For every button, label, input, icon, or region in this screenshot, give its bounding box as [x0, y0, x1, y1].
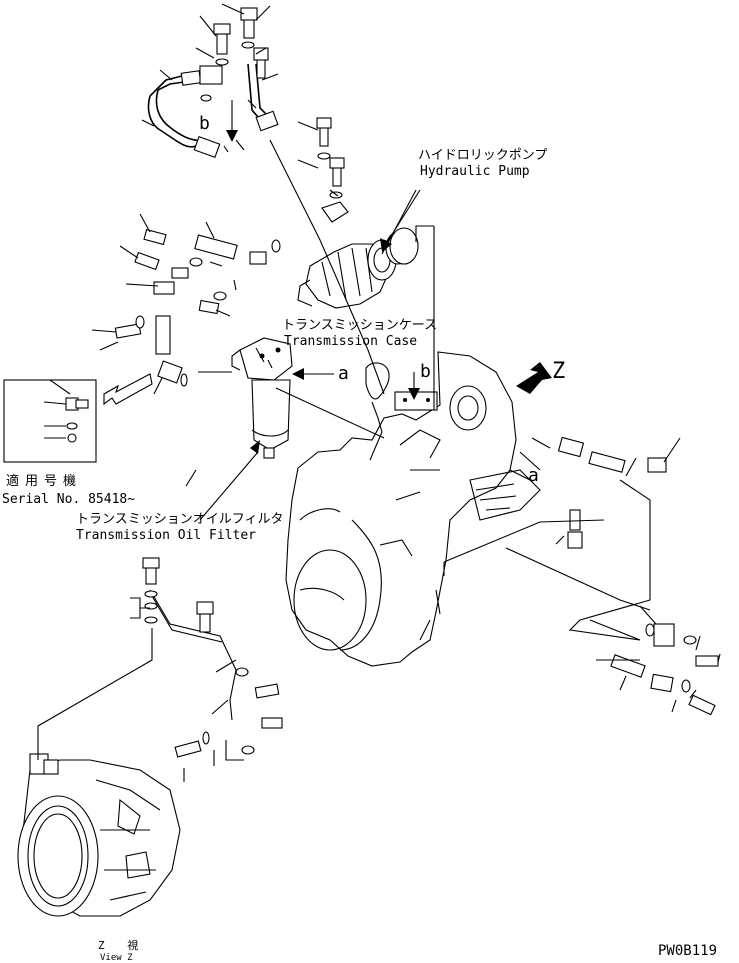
oil-filter	[231, 337, 293, 459]
leader-lines	[37, 3, 721, 782]
ref-a-right: a	[528, 465, 539, 486]
oil-filter-label-en: Transmission Oil Filter	[76, 528, 257, 543]
hydraulic-pump-label-jp: ハイドロリックポンプ	[418, 148, 548, 163]
serial-label-jp: 適用号機	[6, 474, 83, 489]
ref-b-case: b	[420, 361, 431, 382]
lower-harness	[142, 557, 283, 758]
serial-detail-box	[3, 379, 97, 463]
transmission-case-label-jp: トランスミッションケース	[282, 318, 438, 333]
drawing-number: PW0B119	[658, 943, 718, 959]
bolt-set-pump	[316, 117, 419, 265]
transmission-case-label-en: Transmission Case	[284, 334, 418, 349]
fittings-group-left	[114, 228, 281, 387]
transmission-case	[285, 351, 541, 667]
right-pipe-assembly	[557, 436, 719, 716]
view-z-label-en: View Z	[100, 953, 133, 963]
view-z-transmission	[17, 753, 181, 917]
view-z-marker: Z	[552, 359, 566, 384]
arrows	[103, 100, 552, 454]
serial-label-en: Serial No. 85418~	[2, 492, 136, 507]
hydraulic-pump-label-en: Hydraulic Pump	[420, 164, 530, 179]
oil-filter-label-jp: トランスミッションオイルフィルタ	[76, 512, 284, 527]
view-z-label-jp: Z 視	[98, 939, 147, 952]
top-hose-assembly	[147, 63, 279, 159]
ref-b-top: b	[199, 113, 210, 134]
bolt-set-top	[200, 7, 269, 102]
ref-a-top: a	[338, 363, 349, 384]
